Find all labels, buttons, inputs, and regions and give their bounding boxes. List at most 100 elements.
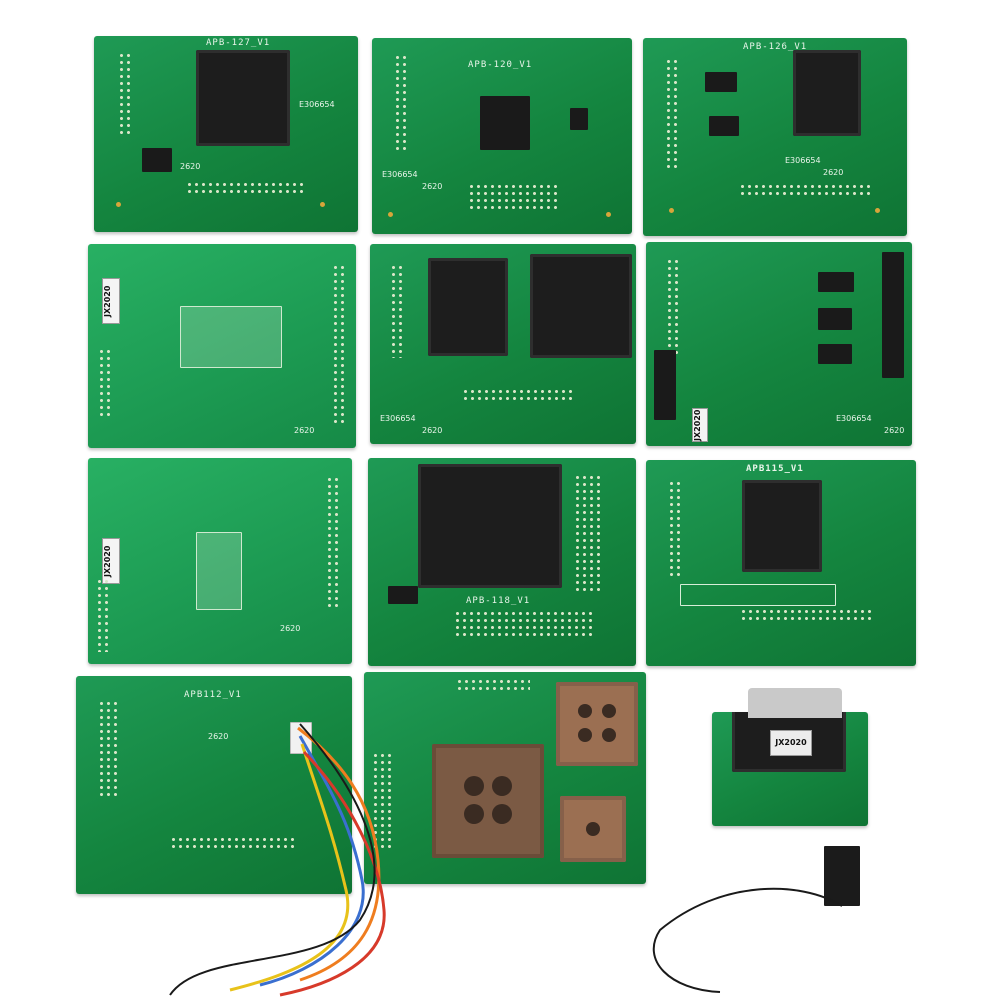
socket-hole bbox=[464, 776, 484, 796]
date-code: 2620 bbox=[422, 182, 443, 191]
adapter-board-plcc bbox=[364, 672, 646, 884]
pin-header bbox=[98, 700, 118, 798]
ic-chip bbox=[570, 108, 588, 130]
sop-socket bbox=[742, 480, 822, 572]
pin-header bbox=[332, 264, 346, 424]
pin-header-socket bbox=[654, 350, 676, 420]
silkscreen-box bbox=[680, 584, 836, 606]
pin-connector bbox=[824, 846, 860, 906]
cert-mark: E306654 bbox=[380, 414, 416, 423]
pin-header bbox=[456, 678, 530, 692]
pin-header bbox=[739, 183, 871, 197]
pin-header bbox=[666, 258, 680, 354]
adapter-board-apb118: APB-118_V1 bbox=[368, 458, 636, 666]
jx2020-sticker: JX2020 bbox=[770, 730, 812, 756]
adapter-board-header: JX2020 E306654 2620 bbox=[646, 242, 912, 446]
pin-header bbox=[186, 181, 304, 195]
date-code: 2620 bbox=[280, 624, 301, 633]
pin-header bbox=[668, 480, 682, 576]
socket-hole bbox=[492, 776, 512, 796]
pin-header bbox=[394, 54, 408, 154]
ic-chip bbox=[709, 116, 739, 136]
adapter-board-tsop: JX2020 2620 bbox=[88, 244, 356, 448]
board-silkscreen: APB-127_V1 bbox=[206, 38, 271, 48]
socket-hole bbox=[602, 728, 616, 742]
cert-mark: E306654 bbox=[836, 414, 872, 423]
tsop-footprint bbox=[180, 306, 282, 368]
board-silkscreen: APB-118_V1 bbox=[466, 596, 531, 606]
mounting-hole bbox=[875, 208, 880, 213]
board-silkscreen: APB112_V1 bbox=[184, 690, 242, 700]
pin-header bbox=[454, 610, 594, 638]
sop-socket bbox=[428, 258, 508, 356]
mounting-hole bbox=[388, 212, 393, 217]
pin-header bbox=[468, 183, 558, 211]
adapter-board-apb112: APB112_V1 2620 bbox=[76, 676, 352, 894]
adapter-board-dual-sop: E306654 2620 bbox=[370, 244, 636, 444]
pin-header bbox=[170, 836, 296, 852]
ic-chip bbox=[705, 72, 737, 92]
plcc-socket bbox=[556, 682, 638, 766]
wire-orange bbox=[297, 726, 381, 982]
adapter-board-db: JX2020 bbox=[712, 712, 868, 826]
pin-header bbox=[326, 476, 340, 610]
ic-chip bbox=[388, 586, 418, 604]
ic-chip bbox=[142, 148, 172, 172]
tsop-footprint bbox=[196, 532, 242, 610]
db-shell bbox=[748, 688, 842, 718]
date-code: 2620 bbox=[884, 426, 905, 435]
adapter-board-apb127: APB-127_V1 E306654 2620 bbox=[94, 36, 358, 232]
date-code: 2620 bbox=[422, 426, 443, 435]
date-code: 2620 bbox=[180, 162, 201, 171]
plcc-socket bbox=[432, 744, 544, 858]
pin-header bbox=[574, 474, 604, 594]
adapter-board-tsop-2: JX2020 2620 bbox=[88, 458, 352, 664]
adapter-board-apb120: APB-120_V1 E306654 2620 bbox=[372, 38, 632, 234]
mounting-hole bbox=[606, 212, 611, 217]
wire-yellow bbox=[229, 743, 350, 992]
ic-chip bbox=[818, 308, 852, 330]
mounting-hole bbox=[116, 202, 121, 207]
mounting-hole bbox=[320, 202, 325, 207]
pin-header bbox=[740, 608, 872, 622]
board-silkscreen: APB115_V1 bbox=[746, 464, 804, 474]
pin-header bbox=[462, 388, 574, 402]
date-code: 2620 bbox=[294, 426, 315, 435]
ic-chip bbox=[818, 272, 854, 292]
board-silkscreen: APB-126_V1 bbox=[743, 42, 808, 52]
date-code: 2620 bbox=[823, 168, 844, 177]
pin-header bbox=[390, 264, 404, 358]
pin-header bbox=[98, 348, 112, 420]
wide-sop-socket bbox=[418, 464, 562, 588]
wire-red bbox=[279, 750, 386, 997]
wire-blue bbox=[259, 735, 365, 987]
sop-socket bbox=[530, 254, 632, 358]
wire-black bbox=[169, 723, 376, 996]
pin-header bbox=[665, 58, 679, 168]
pin-header bbox=[96, 578, 110, 652]
pin-header-socket bbox=[882, 252, 904, 378]
socket-hole bbox=[464, 804, 484, 824]
pin-header bbox=[372, 752, 392, 852]
board-silkscreen: APB-120_V1 bbox=[468, 60, 533, 70]
cert-mark: E306654 bbox=[785, 156, 821, 165]
socket-hole bbox=[602, 704, 616, 718]
wire-black-db bbox=[652, 887, 843, 993]
date-code: 2620 bbox=[208, 732, 229, 741]
socket-hole bbox=[492, 804, 512, 824]
pin-header bbox=[118, 52, 132, 136]
cert-mark: E306654 bbox=[299, 100, 335, 109]
socket-hole bbox=[578, 728, 592, 742]
ic-chip bbox=[818, 344, 852, 364]
adapter-board-apb126: APB-126_V1 E306654 2620 bbox=[643, 38, 907, 236]
sop-socket bbox=[793, 50, 861, 136]
adapter-board-apb115: APB115_V1 bbox=[646, 460, 916, 666]
qfp-chip bbox=[480, 96, 530, 150]
cert-mark: E306654 bbox=[382, 170, 418, 179]
socket-hole bbox=[578, 704, 592, 718]
socket-hole bbox=[586, 822, 600, 836]
mounting-hole bbox=[669, 208, 674, 213]
plcc-socket bbox=[196, 50, 290, 146]
